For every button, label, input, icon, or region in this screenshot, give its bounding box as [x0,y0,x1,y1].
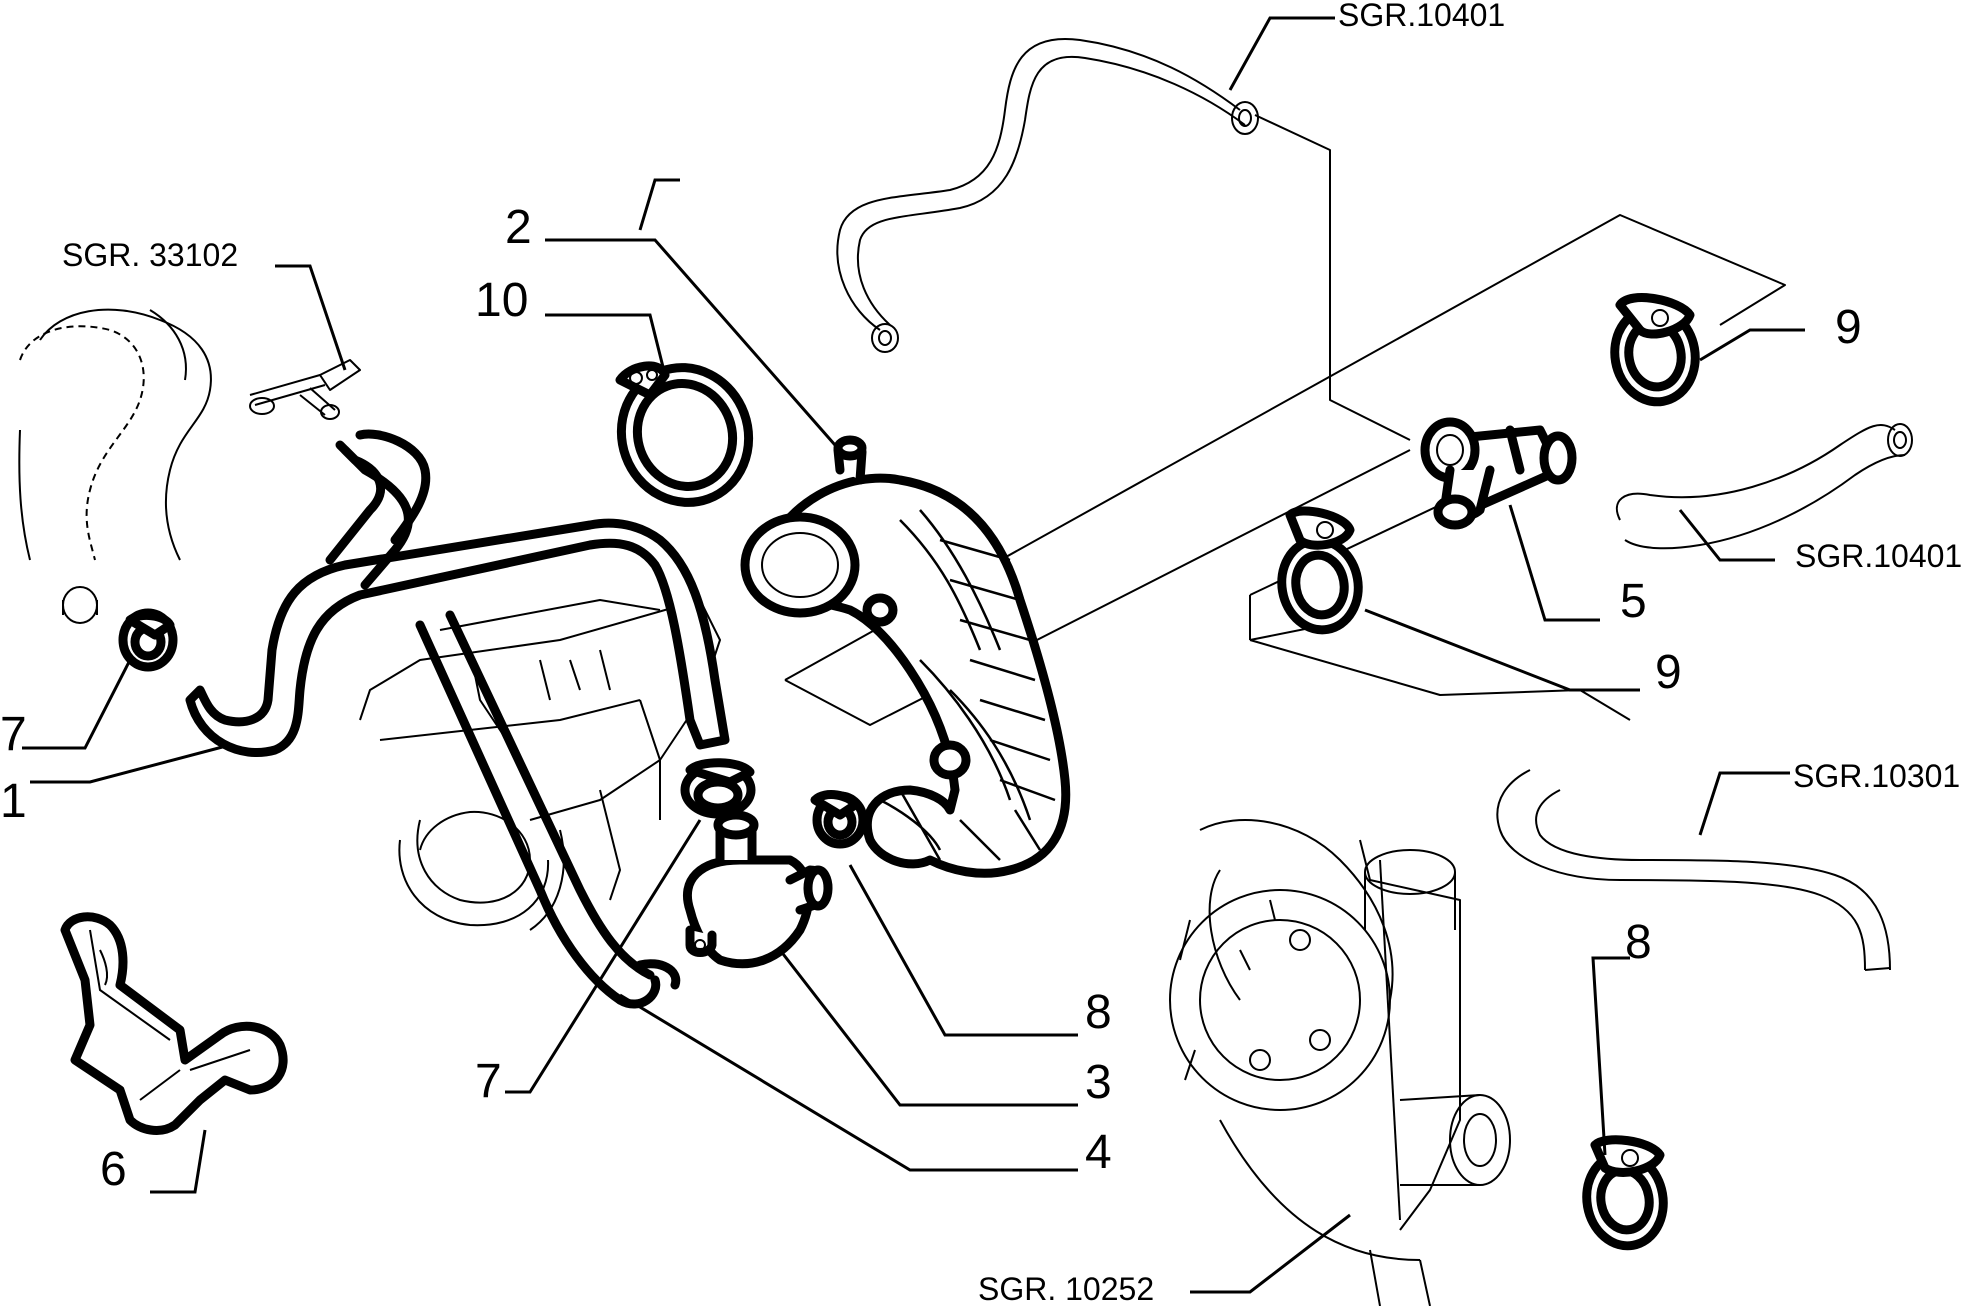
ref-sgr-10252: SGR. 10252 [978,1271,1154,1306]
callout-6: 6 [100,1143,127,1196]
ref-sgr-10401-top: SGR.10401 [1338,0,1505,33]
ref-sgr-33102: SGR. 33102 [62,237,238,273]
part-2-intake-pipe [740,435,1071,878]
callout-9-top: 9 [1835,301,1862,354]
ref-sgr-10401-right: SGR.10401 [1795,538,1962,574]
callout-10: 10 [475,274,528,327]
callout-8-center: 8 [1085,986,1112,1039]
part-10-large-clamp [615,361,754,507]
callout-7-center: 7 [475,1055,502,1108]
callout-1: 1 [0,775,27,828]
ref-sgr-10301: SGR.10301 [1793,758,1960,794]
background-engine-parts [18,37,1913,1306]
callout-7-left: 7 [0,708,27,761]
leader-lines [22,16,1805,1294]
part-4-pipe [415,610,681,1009]
part-9-clamp-middle [1277,506,1363,635]
part-5-t-fitting [1420,417,1577,530]
callout-5: 5 [1620,575,1647,628]
part-3-valve [683,810,833,969]
part-6-bracket [60,912,288,1135]
main-parts [60,293,1700,1251]
callout-3: 3 [1085,1056,1112,1109]
part-8-clamp-bottom [1582,1135,1668,1251]
callout-2: 2 [505,201,532,254]
callout-9-middle: 9 [1655,646,1682,699]
part-7-clamp-center [680,758,756,819]
part-7-clamp-left [118,608,178,672]
part-9-clamp-top [1610,293,1700,407]
callout-4: 4 [1085,1126,1112,1179]
part-1-hose [185,429,730,758]
part-8-clamp-center [810,790,868,849]
callout-8-right: 8 [1625,916,1652,969]
